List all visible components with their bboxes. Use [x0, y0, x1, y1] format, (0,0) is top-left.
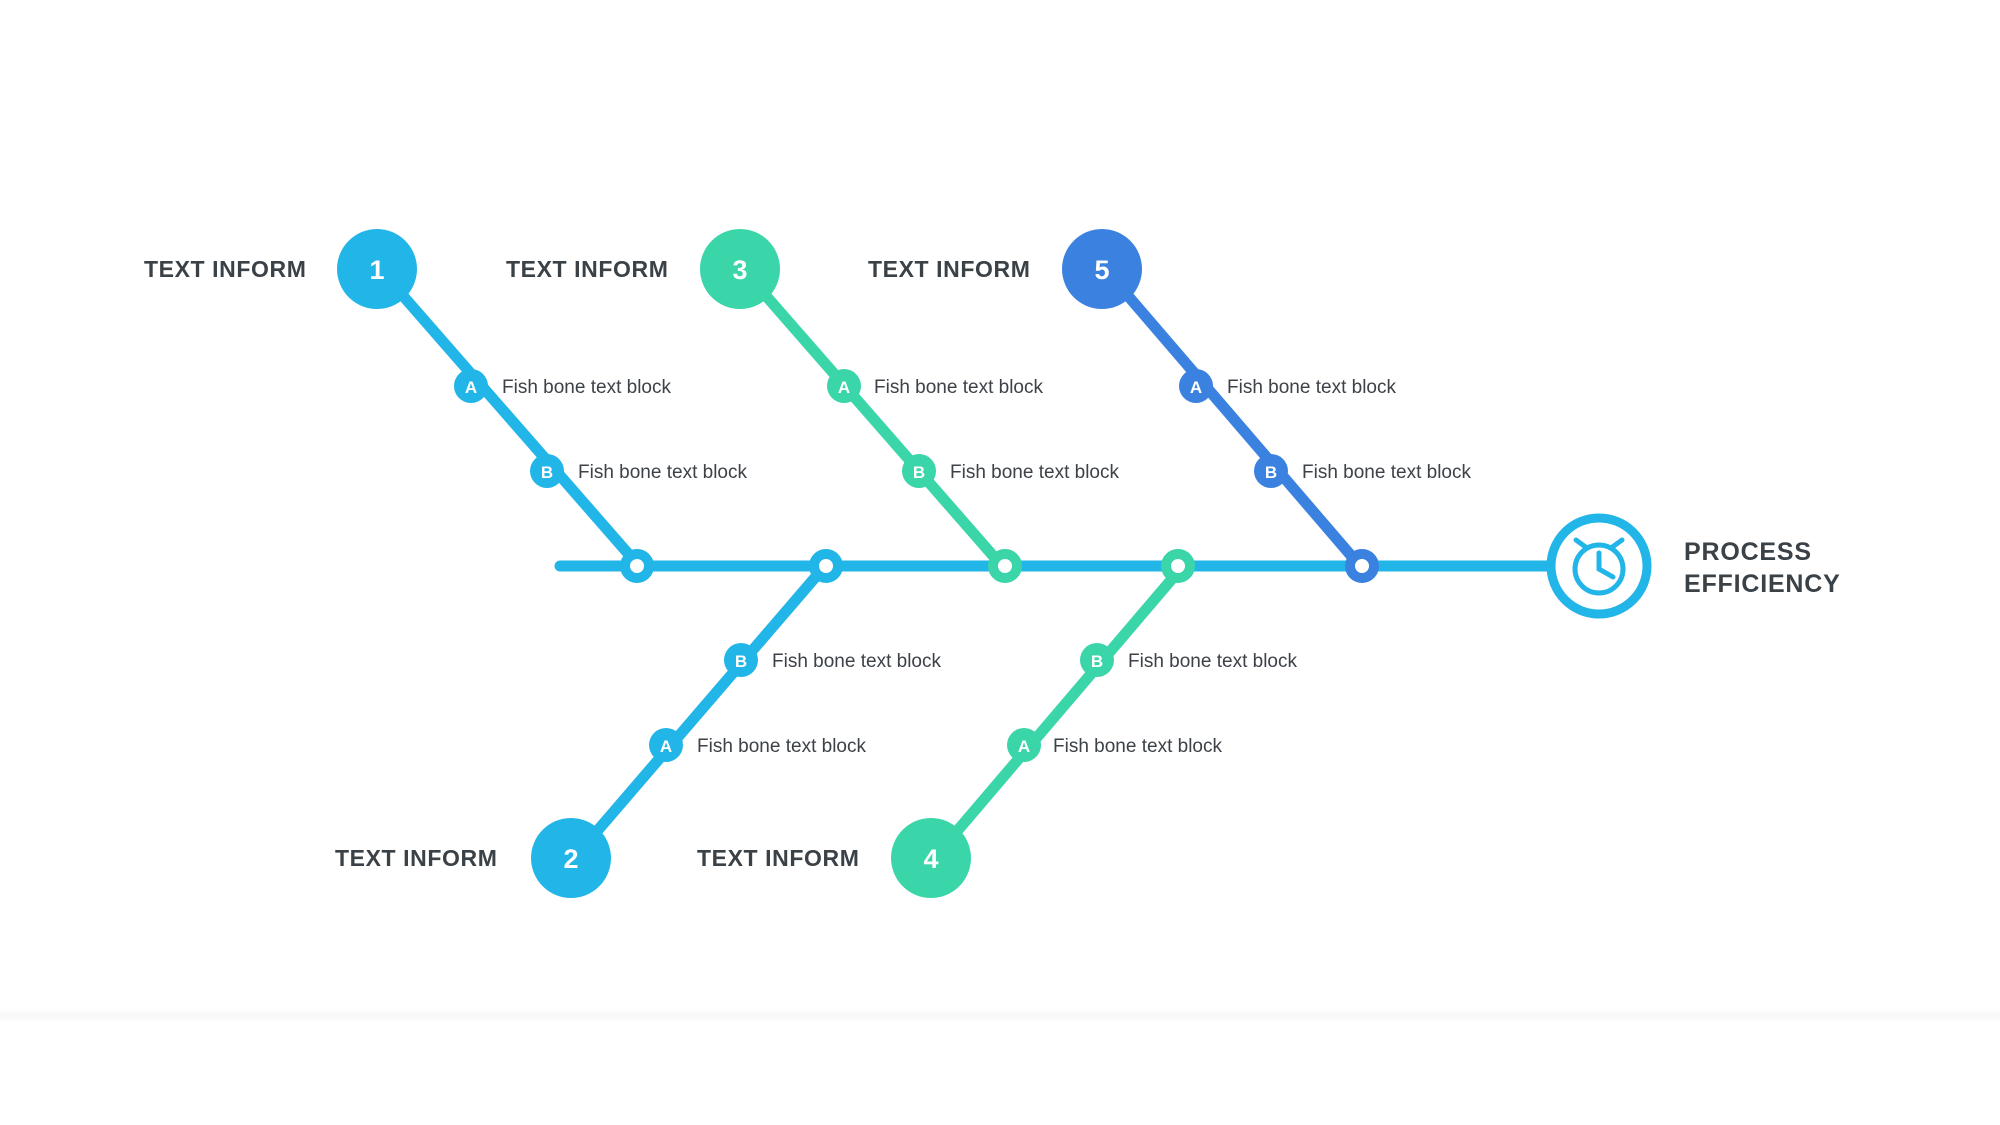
branch-1-sub-b-circle[interactable] [530, 454, 564, 488]
branch-5-sub-b-circle[interactable] [1254, 454, 1288, 488]
branch-3-sub-a-circle[interactable] [827, 369, 861, 403]
branch-2-sub-a-circle[interactable] [649, 728, 683, 762]
branch-5-sub-a-tag: A [1190, 378, 1202, 397]
branch-2-label: TEXT INFORM [335, 845, 498, 871]
branch-4-sub-a-circle[interactable] [1007, 728, 1041, 762]
branch-1-number: 1 [369, 255, 384, 285]
branch-5-sub-a-circle[interactable] [1179, 369, 1213, 403]
branch-4-sub-b-tag: B [1091, 652, 1103, 671]
branch-2-sub-a-tag: A [660, 737, 672, 756]
branch-3-group[interactable]: 3 A B [700, 229, 1022, 583]
branch-3-bone-a-text: Fish bone text block [874, 377, 1043, 398]
branch-4-label: TEXT INFORM [697, 845, 860, 871]
branch-3-label: TEXT INFORM [506, 256, 669, 282]
branch-5-number: 5 [1094, 255, 1109, 285]
branch-3-sub-b-circle[interactable] [902, 454, 936, 488]
branch-5-head-circle[interactable] [1062, 229, 1142, 309]
branch-5-bone-line [1123, 291, 1366, 572]
footer-divider [0, 1008, 2000, 1022]
branch-5-sub-b-tag: B [1265, 463, 1277, 482]
branch-1-bone-b-text: Fish bone text block [578, 462, 747, 483]
branch-5-bone-a-text: Fish bone text block [1227, 377, 1396, 398]
branch-3-sub-b-tag: B [913, 463, 925, 482]
branch-1-bone-a-text: Fish bone text block [502, 377, 671, 398]
branch-4-sub-b-circle[interactable] [1080, 643, 1114, 677]
branch-1-label: TEXT INFORM [144, 256, 307, 282]
branch-2-group[interactable]: 2 B A [531, 549, 843, 898]
branch-2-bone-a-text: Fish bone text block [697, 736, 866, 757]
branch-4-spine-junction-ring[interactable] [1161, 549, 1195, 583]
branch-2-sub-b-tag: B [735, 652, 747, 671]
branch-4-sub-a-tag: A [1018, 737, 1030, 756]
branch-4-head-circle[interactable] [891, 818, 971, 898]
branch-1-bone-line [398, 291, 645, 572]
footer-bar: dwslide | 用PPT创造价值 微信订阅：大文懂个P [0, 1022, 2000, 1125]
branch-5-spine-junction-ring[interactable] [1345, 549, 1379, 583]
branch-1-group[interactable]: 1 A B [337, 229, 654, 583]
branch-5-bone-b-text: Fish bone text block [1302, 462, 1471, 483]
branch-3-spine-junction-ring[interactable] [988, 549, 1022, 583]
branch-1-head-circle[interactable] [337, 229, 417, 309]
branch-4-group[interactable]: 4 B A [891, 549, 1195, 898]
branch-1-sub-a-circle[interactable] [454, 369, 488, 403]
branch-2-number: 2 [563, 844, 578, 874]
alarm-clock-icon [1572, 537, 1626, 596]
branch-5-group[interactable]: 5 A B [1062, 229, 1379, 583]
branch-2-head-circle[interactable] [531, 818, 611, 898]
branch-3-bone-b-text: Fish bone text block [950, 462, 1119, 483]
branch-4-bone-line [952, 560, 1189, 836]
branch-1-spine-junction-ring[interactable] [620, 549, 654, 583]
branch-3-bone-line [761, 291, 1008, 572]
result-title: PROCESS EFFICIENCY [1684, 538, 1841, 598]
branch-4-bone-a-text: Fish bone text block [1053, 736, 1222, 757]
branch-3-head-circle[interactable] [700, 229, 780, 309]
branch-4-bone-b-text: Fish bone text block [1128, 651, 1297, 672]
branch-3-number: 3 [732, 255, 747, 285]
branch-2-bone-line [592, 560, 831, 836]
branch-1-sub-a-tag: A [465, 378, 477, 397]
branch-2-sub-b-circle[interactable] [724, 643, 758, 677]
branch-5-label: TEXT INFORM [868, 256, 1031, 282]
branch-2-bone-b-text: Fish bone text block [772, 651, 941, 672]
branch-1-sub-b-tag: B [541, 463, 553, 482]
branch-2-spine-junction-ring[interactable] [809, 549, 843, 583]
result-node-group[interactable] [1546, 513, 1652, 619]
branch-3-sub-a-tag: A [838, 378, 850, 397]
branch-4-number: 4 [923, 844, 938, 874]
